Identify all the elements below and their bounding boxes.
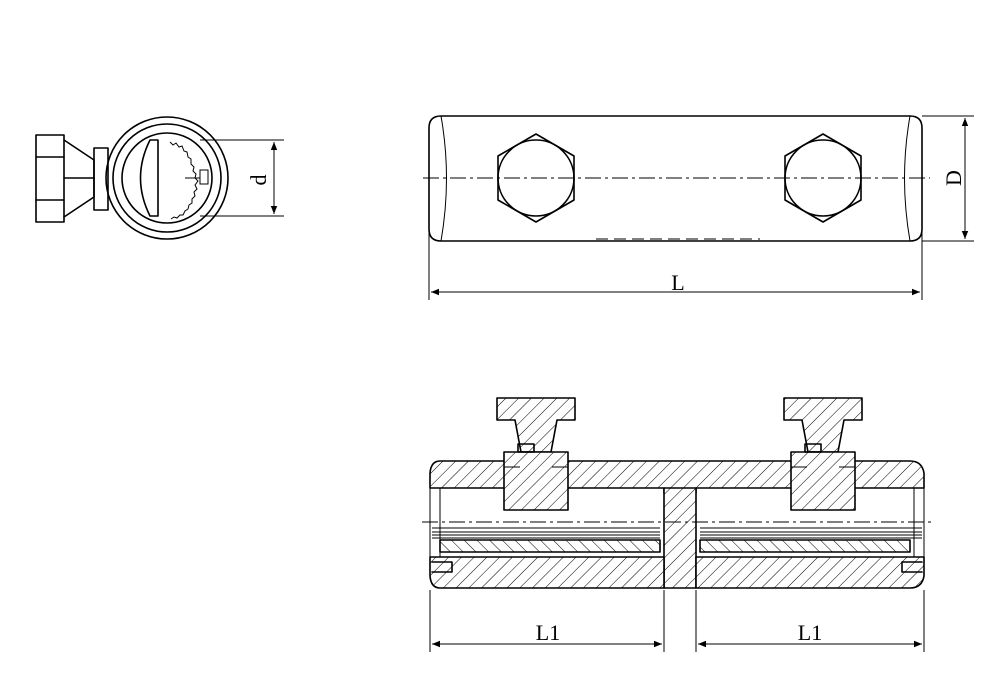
- dimension-d: d: [200, 139, 284, 217]
- sleeve-outer-circle: [105, 116, 229, 240]
- section-view: L1 L1: [422, 397, 932, 652]
- bolt-tip-profile: [139, 139, 159, 217]
- side-view: D L: [423, 115, 974, 300]
- dimension-label-L1-left: L1: [536, 620, 560, 645]
- dimension-L: L: [428, 230, 923, 300]
- dimension-label-D: D: [941, 170, 966, 186]
- bolt-section-right: [783, 397, 863, 511]
- bolt-head-side-profile: [35, 134, 109, 223]
- central-web-section: [663, 487, 697, 589]
- sleeve-inner-circle: [112, 123, 222, 233]
- dimension-label-L: L: [671, 270, 684, 295]
- knurled-edge: [169, 141, 199, 220]
- bolt-head-left: [497, 133, 575, 223]
- inner-insert-right: [699, 527, 923, 573]
- dimension-label-d: d: [246, 175, 271, 186]
- dimension-L1-right: L1: [695, 590, 925, 652]
- bolt-head-right: [784, 133, 862, 223]
- bolt-section-left: [496, 397, 576, 511]
- inner-insert-left: [431, 527, 661, 573]
- lower-wall-section: [429, 556, 665, 589]
- dimension-label-L1-right: L1: [798, 620, 822, 645]
- bore-circle: [121, 132, 213, 224]
- dimension-L1-left: L1: [429, 590, 665, 652]
- end-view: d: [35, 116, 284, 240]
- dimension-D: D: [922, 115, 974, 242]
